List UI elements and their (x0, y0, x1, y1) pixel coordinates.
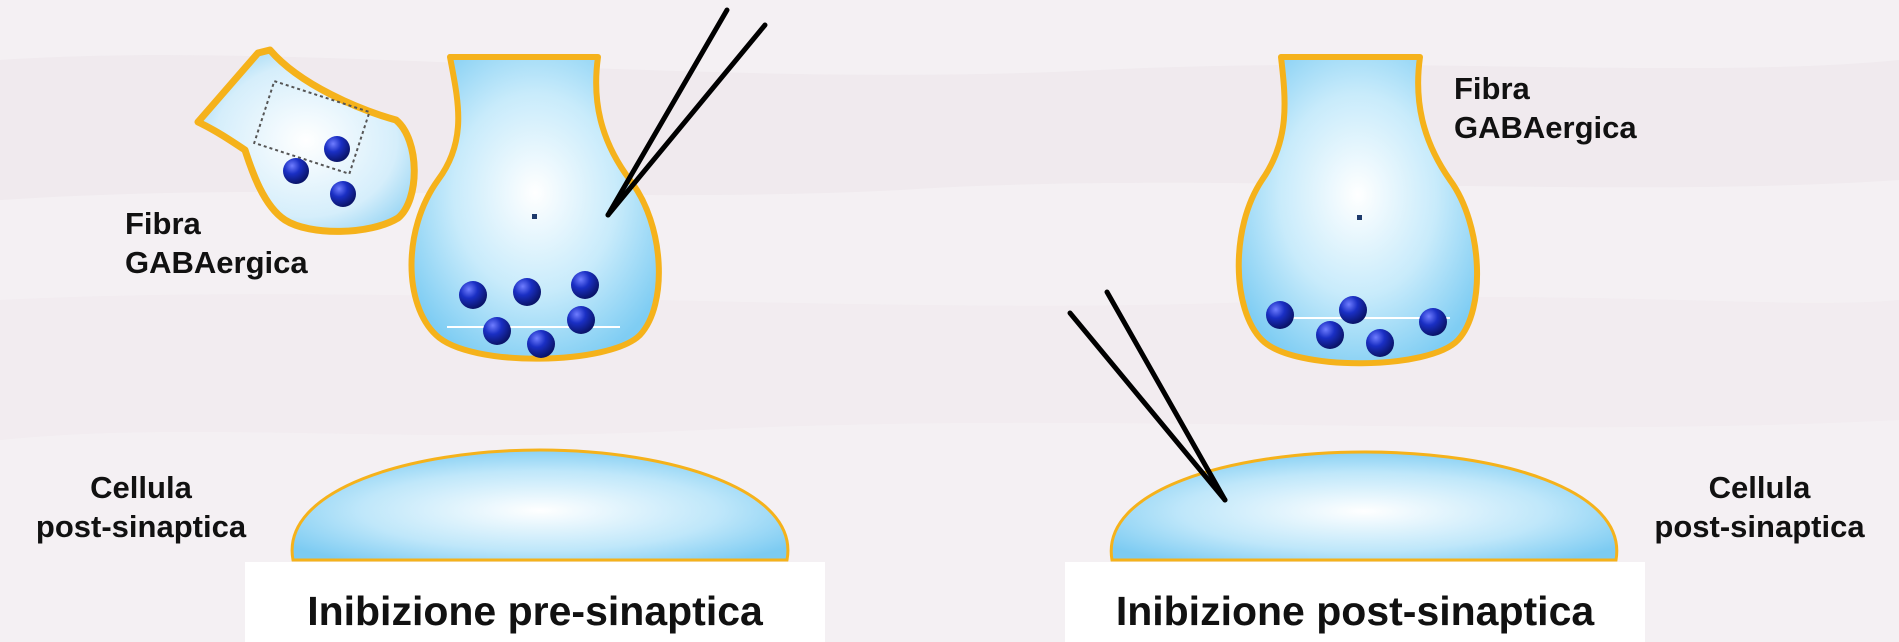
left-fiber-label: Fibra GABAergica (125, 205, 308, 283)
right-fiber-label: Fibra GABAergica (1454, 70, 1637, 148)
right-fiber-label-line1: Fibra (1454, 70, 1637, 109)
vesicle (330, 181, 356, 207)
vesicle (567, 306, 595, 334)
right-cell-label: Cellula post-sinaptica (1620, 469, 1899, 547)
right-cell-label-line2: post-sinaptica (1620, 508, 1899, 547)
left-caption: Inibizione pre-sinaptica (245, 586, 825, 637)
left-postsynaptic-cell (292, 450, 788, 560)
vesicle (483, 317, 511, 345)
right-postsynaptic-cell (1111, 452, 1617, 560)
vesicle (571, 271, 599, 299)
vesicle (1266, 301, 1294, 329)
left-fiber-label-line2: GABAergica (125, 244, 308, 283)
right-cell-label-line1: Cellula (1620, 469, 1899, 508)
left-cell-label: Cellula post-sinaptica (0, 469, 282, 547)
vesicle (513, 278, 541, 306)
vesicle (527, 330, 555, 358)
left-fiber-label-line1: Fibra (125, 205, 308, 244)
left-cell-label-line2: post-sinaptica (0, 508, 282, 547)
vesicle (1419, 308, 1447, 336)
vesicle (1366, 329, 1394, 357)
vesicle (1316, 321, 1344, 349)
vesicle (1339, 296, 1367, 324)
vesicle (459, 281, 487, 309)
vesicle (283, 158, 309, 184)
right-caption: Inibizione post-sinaptica (1065, 586, 1645, 637)
vesicle (324, 136, 350, 162)
left-cell-label-line1: Cellula (0, 469, 282, 508)
right-fiber-label-line2: GABAergica (1454, 109, 1637, 148)
